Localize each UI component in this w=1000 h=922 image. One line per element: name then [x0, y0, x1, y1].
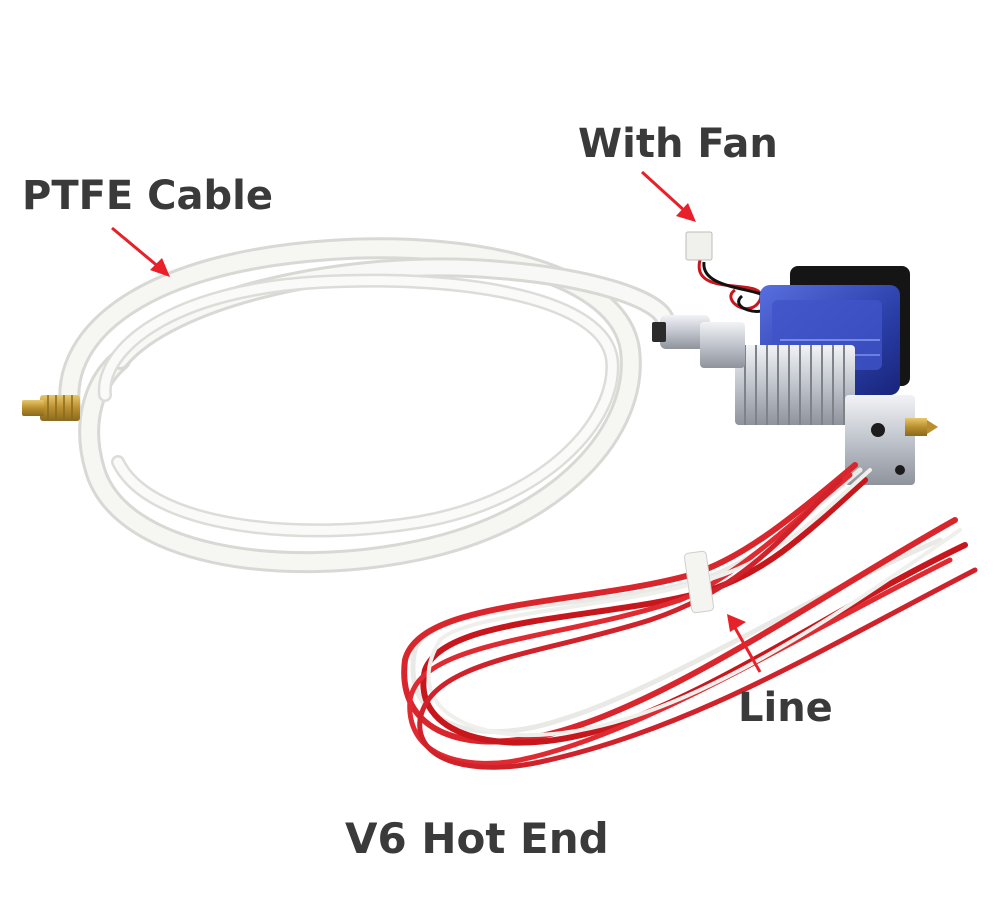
arrow-ptfe [111, 226, 170, 277]
brass-fitting [22, 395, 80, 421]
ptfe-cable-label: PTFE Cable [22, 173, 273, 219]
fan-connector [685, 231, 713, 261]
heater-wires [401, 462, 978, 770]
product-title: V6 Hot End [345, 814, 609, 863]
arrow-line [727, 614, 762, 673]
bowden-coupler [652, 315, 745, 368]
heater-block [845, 395, 938, 485]
with-fan-label: With Fan [578, 121, 778, 167]
arrow-fan [640, 170, 696, 222]
ptfe-tube [58, 237, 675, 574]
cable-tie [683, 550, 715, 614]
line-label: Line [738, 685, 833, 731]
heatsink [735, 345, 855, 425]
